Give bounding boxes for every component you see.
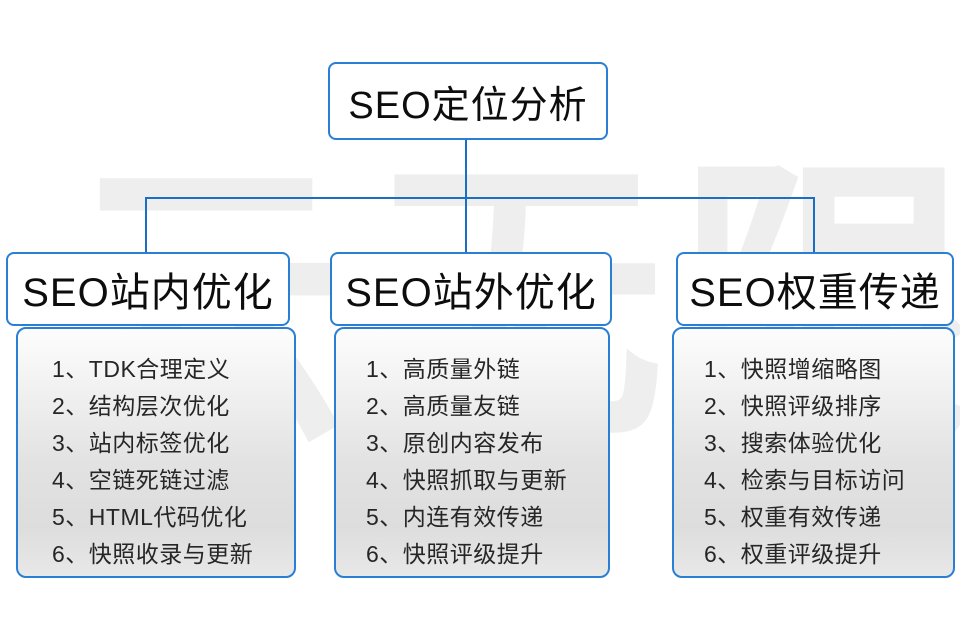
list-item: 5、内连有效传递 bbox=[366, 504, 544, 530]
list-item: 1、快照增缩略图 bbox=[704, 356, 882, 382]
list-item: 5、HTML代码优化 bbox=[52, 504, 248, 530]
connector-root-down bbox=[465, 138, 467, 198]
branch-body-weight-transfer: 1、快照增缩略图 2、快照评级排序 3、搜索体验优化 4、检索与目标访问 5、权… bbox=[672, 327, 955, 578]
connector-drop-right bbox=[813, 197, 815, 253]
list-item: 3、原创内容发布 bbox=[366, 430, 544, 456]
list-item: 4、空链死链过滤 bbox=[52, 467, 230, 493]
list-item: 5、权重有效传递 bbox=[704, 504, 882, 530]
list-item: 4、检索与目标访问 bbox=[704, 467, 906, 493]
list-item: 3、站内标签优化 bbox=[52, 430, 230, 456]
list-item: 2、快照评级排序 bbox=[704, 393, 882, 419]
connector-horizontal-bus bbox=[145, 197, 815, 199]
branch-label-weight-transfer: SEO权重传递 bbox=[689, 271, 941, 315]
list-item: 6、快照评级提升 bbox=[366, 541, 544, 567]
item-list-weight-transfer: 1、快照增缩略图 2、快照评级排序 3、搜索体验优化 4、检索与目标访问 5、权… bbox=[674, 351, 953, 573]
branch-body-on-site: 1、TDK合理定义 2、结构层次优化 3、站内标签优化 4、空链死链过滤 5、H… bbox=[16, 327, 296, 578]
connector-drop-left bbox=[145, 197, 147, 253]
branch-header-off-site[interactable]: SEO站外优化 bbox=[330, 252, 612, 326]
root-node-label: SEO定位分析 bbox=[348, 84, 588, 127]
branch-header-weight-transfer[interactable]: SEO权重传递 bbox=[676, 252, 954, 326]
branch-header-on-site[interactable]: SEO站内优化 bbox=[6, 252, 290, 326]
list-item: 2、结构层次优化 bbox=[52, 393, 230, 419]
list-item: 6、快照收录与更新 bbox=[52, 541, 254, 567]
item-list-on-site: 1、TDK合理定义 2、结构层次优化 3、站内标签优化 4、空链死链过滤 5、H… bbox=[18, 351, 294, 573]
branch-label-on-site: SEO站内优化 bbox=[22, 271, 274, 315]
list-item: 3、搜索体验优化 bbox=[704, 430, 882, 456]
list-item: 1、TDK合理定义 bbox=[52, 356, 231, 382]
list-item: 2、高质量友链 bbox=[366, 393, 521, 419]
list-item: 4、快照抓取与更新 bbox=[366, 467, 568, 493]
connector-drop-center bbox=[465, 197, 467, 253]
item-list-off-site: 1、高质量外链 2、高质量友链 3、原创内容发布 4、快照抓取与更新 5、内连有… bbox=[336, 351, 608, 573]
list-item: 1、高质量外链 bbox=[366, 356, 521, 382]
branch-body-off-site: 1、高质量外链 2、高质量友链 3、原创内容发布 4、快照抓取与更新 5、内连有… bbox=[334, 327, 610, 578]
root-node[interactable]: SEO定位分析 bbox=[328, 62, 608, 140]
branch-label-off-site: SEO站外优化 bbox=[345, 271, 597, 315]
list-item: 6、权重评级提升 bbox=[704, 541, 882, 567]
